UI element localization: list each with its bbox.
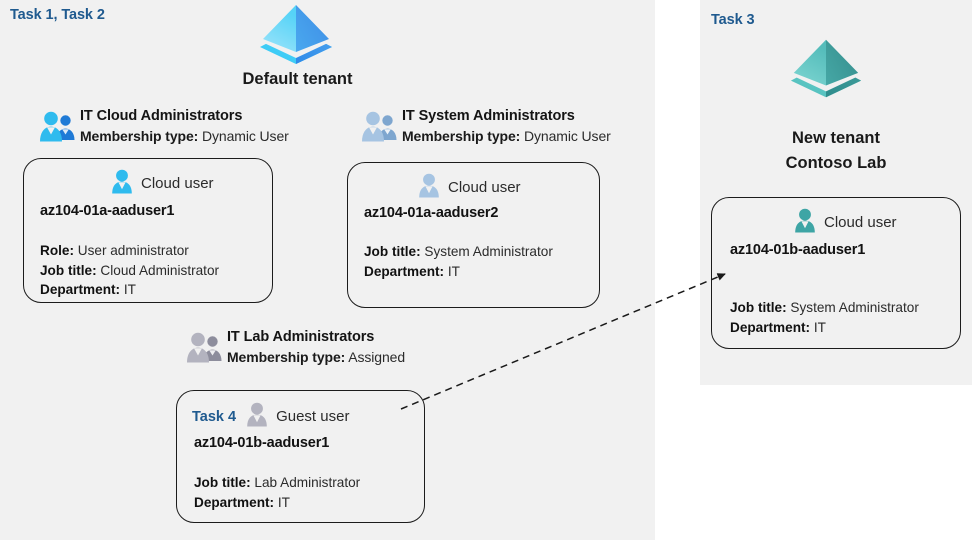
card-head-aaduser2: Cloud user [416,172,521,203]
membership-value-lab-admins: Assigned [348,349,406,365]
membership-label-lab-admins: Membership type: [227,349,346,365]
user-card-aaduser1-cloud[interactable]: Cloud user az104-01a-aaduser1 Role: User… [23,158,273,303]
group-name-cloud-admins: IT Cloud Administrators [80,108,243,124]
attr-label-jobtitle-guest: Job title: [194,475,251,490]
azure-ad-tenant-icon-default [256,2,336,71]
attr-value-jobtitle-aaduser2: System Administrator [424,244,553,259]
membership-label-system-admins: Membership type: [402,128,521,144]
task-label-left: Task 1, Task 2 [10,7,105,23]
cloud-user-icon-newtenant [792,207,818,238]
attr-value-jobtitle-newtenant: System Administrator [790,300,919,315]
user-upn-aaduser1: az104-01a-aaduser1 [40,203,175,219]
group-name-lab-admins: IT Lab Administrators [227,329,375,345]
user-attr-department-newtenant: Department: IT [730,318,919,338]
attr-label-department-aaduser2: Department: [364,263,445,279]
membership-value-system-admins: Dynamic User [524,128,611,144]
user-attr-jobtitle-guest: Job title: Lab Administrator [194,473,360,493]
tenant-label-new: New tenant Contoso Lab [706,126,966,176]
user-attr-jobtitle-newtenant: Job title: System Administrator [730,298,919,318]
users-group-icon-system-admins [360,110,398,147]
group-membership-cloud-admins: Membership type: Dynamic User [80,126,289,146]
group-membership-lab-admins: Membership type: Assigned [227,347,405,367]
guest-user-icon [244,401,270,432]
attr-label-jobtitle-aaduser1: Job title: [40,262,97,278]
user-attrs-newtenant: Job title: System Administrator Departme… [730,298,919,337]
user-type-guest: Guest user [276,408,350,425]
attr-label-jobtitle-aaduser2: Job title: [364,244,421,259]
membership-value-cloud-admins: Dynamic User [202,128,289,144]
user-card-aaduser1-guest[interactable]: Task 4 Guest user az104-01b-aaduser1 Job… [176,390,425,523]
user-upn-guest: az104-01b-aaduser1 [194,435,330,451]
attr-label-department-newtenant: Department: [730,319,811,335]
attr-label-department-aaduser1: Department: [40,282,121,297]
user-type-aaduser2: Cloud user [448,179,521,196]
group-text-lab-admins: IT Lab Administrators Membership type: A… [227,327,405,367]
user-attr-department-guest: Department: IT [194,493,360,513]
card-head-guest: Task 4 Guest user [192,401,349,432]
task-label-guest-card: Task 4 [192,408,237,425]
card-head-newtenant: Cloud user [792,207,897,238]
users-group-icon-lab-admins [185,331,223,368]
user-attr-department-aaduser1: Department: IT [40,280,219,300]
cloud-user-icon-aaduser1 [109,168,135,199]
card-head-aaduser1: Cloud user [109,168,214,199]
group-text-system-admins: IT System Administrators Membership type… [402,106,611,146]
users-group-icon-cloud-admins [38,110,76,147]
attr-value-department-guest: IT [277,494,290,510]
attr-label-role-aaduser1: Role: [40,243,74,258]
task-label-right: Task 3 [711,12,755,28]
user-attrs-guest: Job title: Lab Administrator Department:… [194,473,360,512]
user-type-aaduser1: Cloud user [141,175,214,192]
attr-value-department-aaduser2: IT [447,263,460,279]
user-attr-jobtitle-aaduser2: Job title: System Administrator [364,242,553,262]
user-card-aaduser1-new-tenant[interactable]: Cloud user az104-01b-aaduser1 Job title:… [711,197,961,349]
user-attrs-aaduser1: Role: User administrator Job title: Clou… [40,241,219,300]
cloud-user-icon-aaduser2 [416,172,442,203]
attr-value-role-aaduser1: User administrator [77,243,189,258]
group-membership-system-admins: Membership type: Dynamic User [402,126,611,146]
user-type-newtenant: Cloud user [824,214,897,231]
user-attr-jobtitle-aaduser1: Job title: Cloud Administrator [40,261,219,281]
user-upn-newtenant: az104-01b-aaduser1 [730,242,866,258]
membership-label-cloud-admins: Membership type: [80,128,199,144]
user-card-aaduser2-cloud[interactable]: Cloud user az104-01a-aaduser2 Job title:… [347,162,600,308]
tenant-label-new-line1: New tenant [791,129,880,147]
attr-label-department-guest: Department: [194,494,275,510]
attr-value-department-newtenant: IT [813,319,826,335]
user-upn-aaduser2: az104-01a-aaduser2 [364,205,499,221]
tenant-label-default: Default tenant [242,70,353,88]
group-text-cloud-admins: IT Cloud Administrators Membership type:… [80,106,289,146]
user-attr-role-aaduser1: Role: User administrator [40,241,219,261]
attr-label-jobtitle-newtenant: Job title: [730,300,787,315]
azure-ad-tenant-icon-new [787,36,865,105]
attr-value-jobtitle-aaduser1: Cloud Administrator [100,262,220,278]
user-attr-department-aaduser2: Department: IT [364,262,553,282]
tenant-label-new-line2: Contoso Lab [785,154,887,172]
user-attrs-aaduser2: Job title: System Administrator Departme… [364,242,553,281]
attr-value-jobtitle-guest: Lab Administrator [254,475,361,490]
group-name-system-admins: IT System Administrators [402,108,575,124]
attr-value-department-aaduser1: IT [123,282,136,297]
